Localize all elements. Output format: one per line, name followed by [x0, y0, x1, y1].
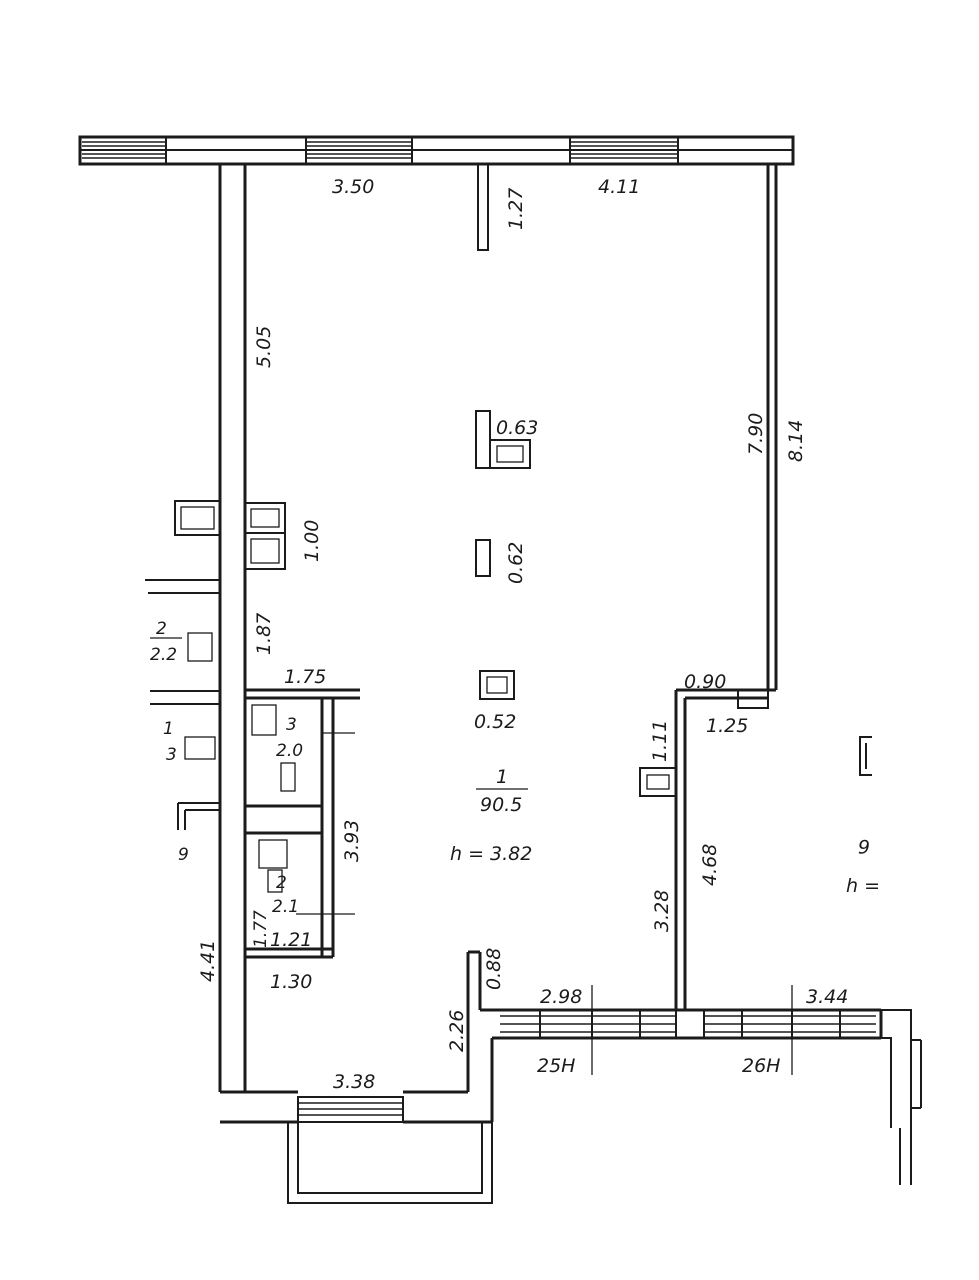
entrance-26H-label: 26Н	[742, 1055, 780, 1077]
dim-right-step: 0.90	[684, 671, 726, 693]
dim-top-pier: 1.27	[505, 188, 527, 230]
window-top-middle	[306, 141, 412, 159]
niche-left-outer	[174, 500, 221, 536]
niche-inner	[244, 502, 286, 570]
window-top-left	[82, 141, 166, 159]
window-top-right	[570, 141, 678, 159]
left-wall	[218, 164, 247, 1092]
dim-entrance-span-2: 3.44	[806, 986, 848, 1008]
dim-bath-width: 1.30	[270, 971, 312, 993]
bathroom-block	[245, 688, 360, 959]
neighbor-left-a-area: 2.2	[150, 645, 177, 665]
dim-right-wall-inner: 7.90	[745, 413, 767, 455]
dim-column-2: 0.62	[505, 542, 527, 584]
right-wall	[639, 164, 778, 1010]
dim-column-3: 0.52	[474, 711, 516, 733]
neighbor-rooms-left	[145, 579, 220, 830]
room-main-number: 1	[496, 766, 508, 788]
top-wall	[78, 135, 795, 166]
dim-right-lower: 3.28	[651, 890, 673, 932]
neighbor-right-height: h =	[846, 875, 880, 897]
column-1	[475, 410, 531, 469]
dim-top-left: 3.50	[332, 176, 374, 198]
room-main-area: 90.5	[480, 794, 522, 816]
column-3	[479, 670, 515, 700]
dim-left-wall-lower: 4.41	[197, 940, 219, 982]
dim-left-wall-upper: 5.05	[253, 326, 275, 368]
room-bath-number: 2	[276, 873, 287, 893]
storefront-26H	[704, 1010, 876, 1038]
bottom-wall	[220, 1090, 492, 1124]
dim-wc-depth: 1.77	[251, 910, 271, 948]
dim-top-right: 4.11	[598, 176, 640, 198]
room-wc-number: 3	[286, 715, 297, 735]
dim-corridor-upper: 1.87	[253, 613, 275, 655]
room-main-height: h = 3.82	[450, 843, 532, 865]
room-bath-area: 2.1	[272, 897, 299, 917]
dim-column-1: 0.63	[496, 417, 538, 439]
top-pier	[477, 163, 489, 251]
dim-right-wall-outer: 8.14	[785, 420, 807, 462]
dim-niche: 1.00	[301, 520, 323, 562]
neighbor-left-a-number: 2	[156, 619, 167, 639]
dim-entrance-span-1: 2.98	[540, 986, 582, 1008]
dim-bath-height: 3.93	[341, 820, 363, 862]
column-2	[475, 539, 491, 577]
dim-right-step-2: 1.25	[706, 715, 748, 737]
storefront-25H	[500, 1009, 705, 1039]
dim-wc-width: 1.21	[270, 929, 312, 951]
neighbor-right-number: 6	[858, 835, 870, 857]
dim-entrance-depth: 2.26	[446, 1010, 468, 1052]
neighbor-left-c-label: 9	[178, 845, 189, 865]
dim-corridor-width: 1.75	[284, 666, 326, 688]
dim-bottom-span: 3.38	[333, 1071, 375, 1093]
neighbor-left-b-number: 1	[163, 719, 174, 739]
right-neighbor	[859, 736, 922, 1185]
balcony	[287, 1122, 493, 1204]
dim-right-pier: 1.11	[649, 720, 671, 762]
entrance-25H-label: 25Н	[537, 1055, 575, 1077]
room-wc-area: 2.0	[276, 741, 303, 761]
dim-right-lower-inner: 4.68	[699, 844, 721, 886]
neighbor-left-b-area: 3	[166, 745, 177, 765]
dim-entrance-post: 0.88	[483, 948, 505, 990]
